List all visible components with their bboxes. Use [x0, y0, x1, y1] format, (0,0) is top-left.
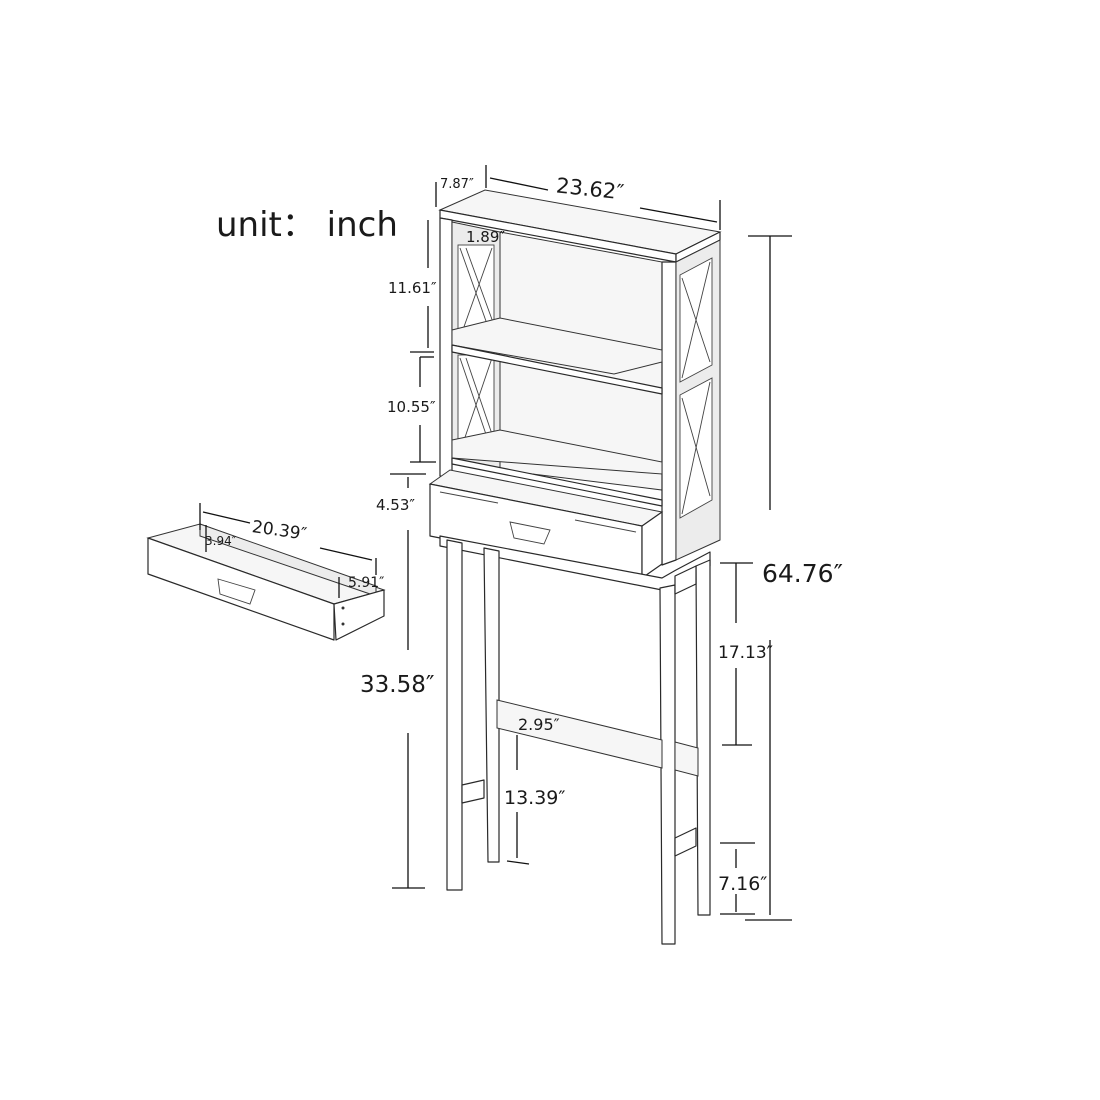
leg-back-left	[483, 547, 500, 863]
shelf-middle	[451, 429, 663, 475]
left-front-post	[439, 217, 453, 479]
crossbar	[496, 699, 663, 769]
label-crossbar-to-floor: 13.39″	[504, 787, 566, 809]
dimension-lines	[390, 165, 792, 921]
label-depth: 7.87″	[440, 177, 474, 192]
label-upper-leg: 17.13″	[718, 643, 773, 663]
label-middle-shelf-gap: 10.55″	[387, 398, 436, 416]
shelf-top-front	[451, 344, 663, 395]
drawer-detail-front	[147, 537, 335, 641]
label-crossbar: 2.95″	[518, 715, 560, 734]
drawer-detail-handle	[217, 578, 256, 605]
right-front-post	[661, 261, 677, 566]
label-top-panel: 1.89″	[466, 228, 505, 246]
label-drawer-inner-height: 3.94″	[205, 534, 237, 548]
label-drawer-length: 20.39″	[251, 517, 308, 544]
label-drawer-depth: 5.91″	[348, 575, 384, 591]
drawer-detail-drawing	[146, 503, 386, 641]
label-width: 23.62″	[555, 174, 625, 205]
label-drawer-height: 4.53″	[376, 496, 415, 514]
cabinet-drawing	[428, 189, 722, 945]
drawer-handle	[509, 521, 551, 545]
leg-front-left	[446, 539, 463, 891]
leg-front-right	[659, 584, 676, 945]
label-foot-height: 7.16″	[718, 873, 767, 895]
label-total-height: 64.76″	[762, 559, 843, 588]
label-top-shelf-gap: 11.61″	[388, 279, 437, 297]
label-clearance-height: 33.58″	[360, 672, 435, 698]
unit-title: unit： inch	[216, 205, 398, 245]
leg-back-right	[695, 559, 711, 916]
